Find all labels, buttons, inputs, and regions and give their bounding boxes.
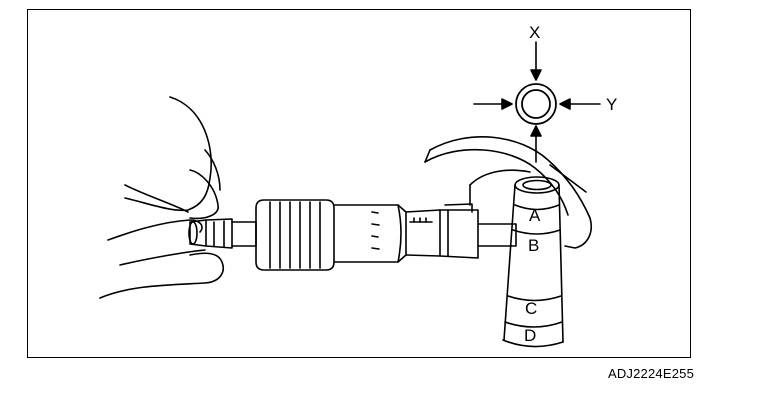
pin-cross-section-icon xyxy=(502,176,564,348)
hand-icon xyxy=(99,96,224,299)
micrometer-icon xyxy=(188,136,592,271)
figure-caption: ADJ2224E255 xyxy=(607,366,694,381)
label-a: A xyxy=(529,206,541,225)
arrow-icon xyxy=(559,98,571,110)
label-c: C xyxy=(525,299,537,318)
label-b: B xyxy=(528,236,539,255)
measurement-directions xyxy=(473,41,601,163)
arrow-icon xyxy=(530,125,542,137)
label-x: X xyxy=(529,23,540,42)
label-y: Y xyxy=(606,95,617,114)
arrow-icon xyxy=(501,98,513,110)
label-d: D xyxy=(524,326,536,345)
figure-frame xyxy=(27,9,691,358)
arrow-icon xyxy=(530,69,542,81)
